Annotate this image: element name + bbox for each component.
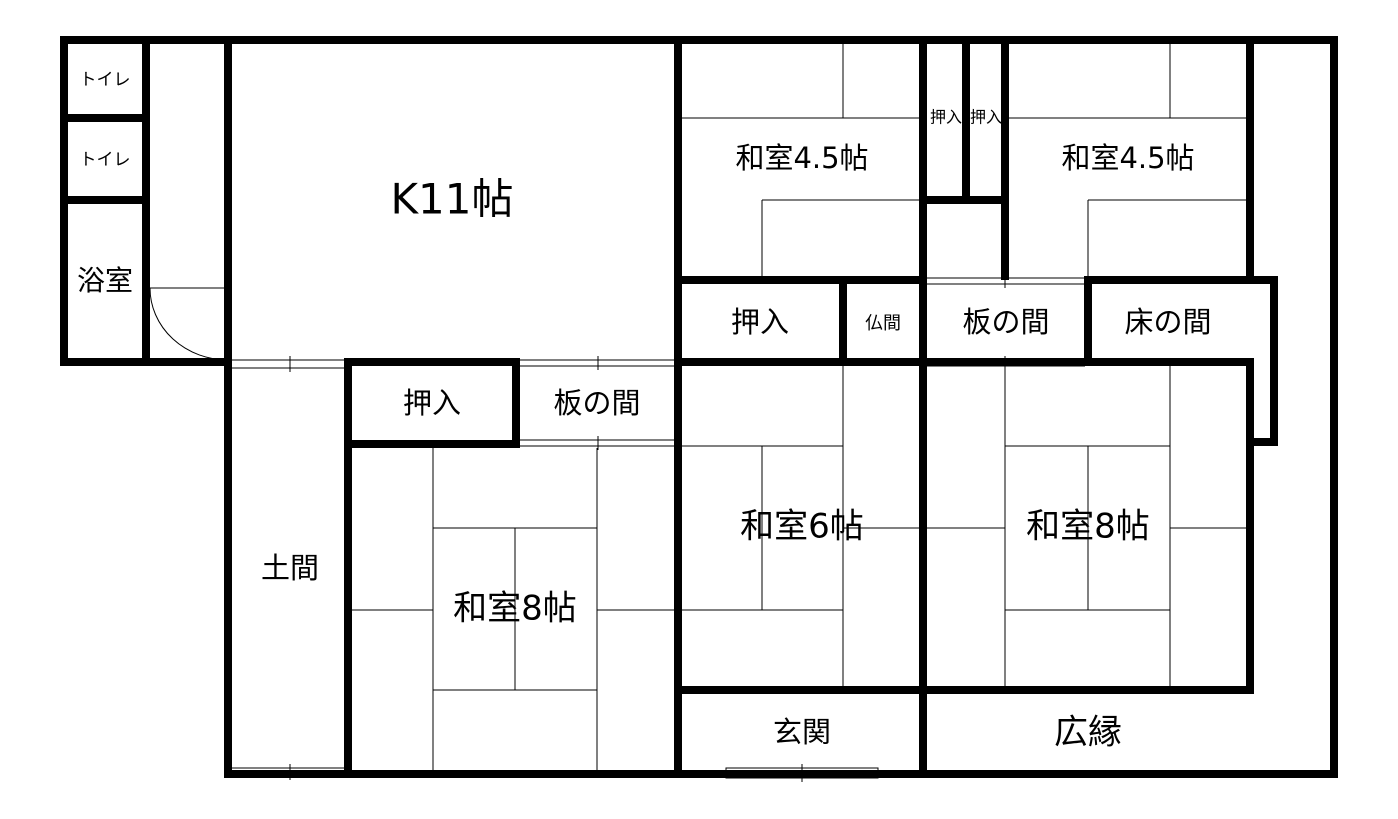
room-label-bathroom: 浴室 [77, 264, 133, 297]
room-label-washitsu-nw: 和室4.5帖 [735, 141, 868, 175]
room-label-toilet-1: トイレ [80, 70, 131, 90]
room-label-washitsu-6: 和室6帖 [740, 507, 864, 547]
room-label-oshiire-mid: 押入 [731, 305, 789, 339]
room-label-toilet-2: トイレ [80, 150, 131, 170]
room-label-washitsu-8-w: 和室8帖 [453, 589, 577, 629]
room-label-washitsu-ne: 和室4.5帖 [1061, 141, 1194, 175]
room-label-tokonoma: 床の間 [1124, 305, 1211, 339]
room-label-oshiire-a: 押入 [930, 108, 962, 127]
room-label-hiroen: 広縁 [1054, 713, 1122, 753]
room-labels: トイレ トイレ 浴室 K11帖 和室4.5帖 押入 押入 和室4.5帖 押入 仏… [77, 70, 1212, 753]
walls [60, 36, 1338, 778]
room-label-oshiire-b: 押入 [970, 108, 1002, 127]
room-label-butsuma: 仏間 [865, 313, 901, 334]
room-label-doma: 土間 [261, 551, 319, 585]
room-label-kitchen: K11帖 [391, 175, 514, 224]
room-label-genkan: 玄関 [773, 715, 831, 749]
room-label-oshiire-w: 押入 [403, 386, 461, 420]
room-label-itanoma-n: 板の間 [962, 305, 1049, 339]
room-label-washitsu-8-e: 和室8帖 [1026, 507, 1150, 547]
room-label-itanoma-w: 板の間 [553, 386, 640, 420]
